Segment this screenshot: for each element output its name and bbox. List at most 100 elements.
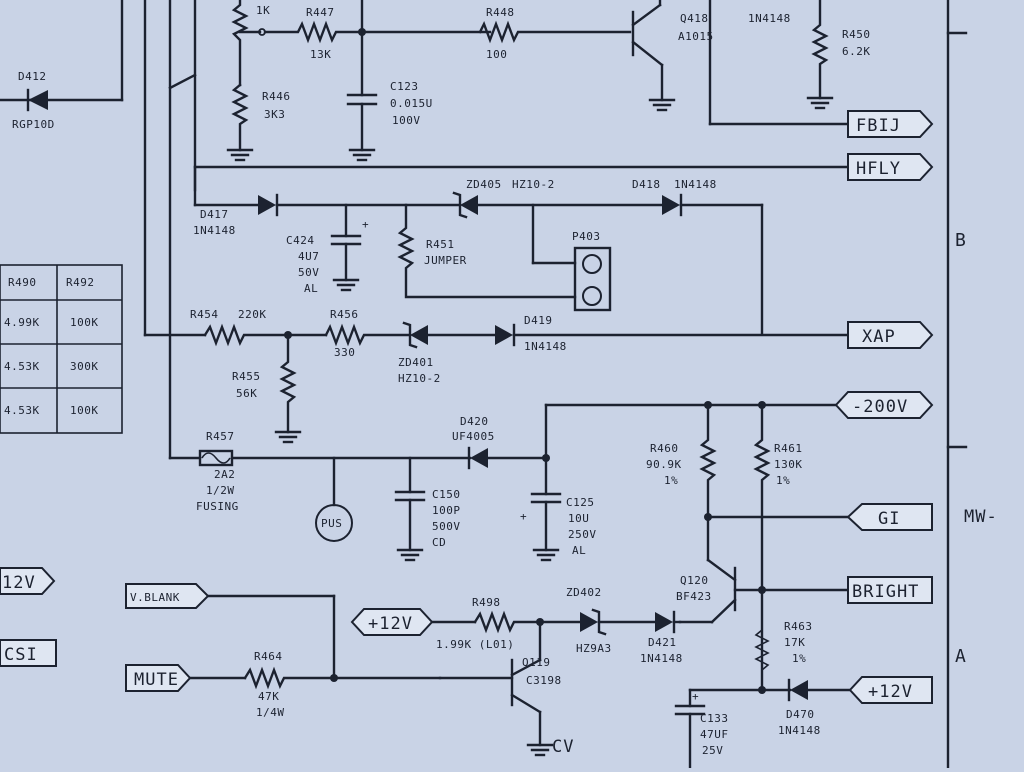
svg-text:12V: 12V [2,573,36,593]
svg-text:100V: 100V [392,114,421,127]
port-neg200v: -200V [834,391,934,419]
svg-text:1%: 1% [792,652,806,665]
svg-text:JUMPER: JUMPER [424,254,467,267]
svg-text:CD: CD [432,536,446,549]
port-bright: BRIGHT [847,576,933,604]
resistor-r457: R457 2A2 1/2W FUSING [168,430,472,513]
resistor-r455: R455 56K [232,333,302,444]
svg-text:+: + [692,690,699,703]
svg-text:R492: R492 [66,276,95,289]
svg-text:Q418: Q418 [680,12,709,25]
svg-text:ZD402: ZD402 [566,586,602,599]
svg-text:6.2K: 6.2K [842,45,871,58]
svg-text:100P: 100P [432,504,461,517]
svg-text:50V: 50V [298,266,319,279]
svg-text:13K: 13K [310,48,331,61]
svg-text:4.53K: 4.53K [4,360,40,373]
pus-terminal: PUS [315,456,353,542]
svg-text:AL: AL [304,282,318,295]
svg-text:90.9K: 90.9K [646,458,682,471]
port-left-csi: CSI [0,639,57,667]
svg-text:R451: R451 [426,238,455,251]
zone-b: B [955,230,966,251]
svg-text:R498: R498 [472,596,501,609]
svg-text:C123: C123 [390,80,419,93]
svg-text:1N4148: 1N4148 [640,652,683,665]
svg-text:1N4148: 1N4148 [778,724,821,737]
resistor-r451: R451 JUMPER [397,203,577,299]
svg-text:AL: AL [572,544,586,557]
svg-text:V.BLANK: V.BLANK [130,591,180,604]
svg-text:D421: D421 [648,636,677,649]
resistor-r447: R447 13K [263,6,492,61]
svg-text:1/2W: 1/2W [206,484,235,497]
svg-text:MUTE: MUTE [134,670,179,690]
svg-text:R455: R455 [232,370,261,383]
svg-text:C3198: C3198 [526,674,562,687]
port-gi: GI [846,503,933,531]
svg-text:ZD401: ZD401 [398,356,434,369]
svg-text:XAP: XAP [862,327,896,347]
svg-text:RGP10D: RGP10D [12,118,55,131]
resistor-r461: R461 130K 1% [753,403,803,692]
svg-text:CSI: CSI [4,645,38,665]
svg-text:47UF: 47UF [700,728,729,741]
svg-text:R456: R456 [330,308,359,321]
svg-text:250V: 250V [568,528,597,541]
svg-text:R450: R450 [842,28,871,41]
svg-text:100: 100 [486,48,507,61]
plus12v-line: R498 1.99K (L01) ZD402 HZ9A3 D421 1N4148 [428,586,683,665]
svg-text:1/4W: 1/4W [256,706,285,719]
svg-text:1K: 1K [256,4,270,17]
top-right-network: 1N4148 R450 6.2K [708,0,871,126]
capacitor-c125: + C125 10U 250V AL [520,456,597,562]
port-mute: MUTE [125,664,192,692]
neg200v-rail [544,401,850,460]
svg-text:1.99K (L01): 1.99K (L01) [436,638,514,651]
svg-text:P403: P403 [572,230,601,243]
svg-text:+12V: +12V [868,682,913,702]
svg-text:R464: R464 [254,650,283,663]
svg-text:1N4148: 1N4148 [748,12,791,25]
port-hfly: HFLY [847,153,934,181]
svg-text:R446: R446 [262,90,291,103]
svg-text:R460: R460 [650,442,679,455]
svg-text:D419: D419 [524,314,553,327]
svg-text:0.015U: 0.015U [390,97,433,110]
svg-text:500V: 500V [432,520,461,533]
svg-text:R447: R447 [306,6,335,19]
port-plus12v-mid: +12V [350,608,434,636]
capacitor-c150: C150 100P 500V CD [394,456,461,562]
diode-d418: D418 1N4148 [632,178,764,335]
svg-text:HZ9A3: HZ9A3 [576,642,612,655]
svg-text:4.53K: 4.53K [4,404,40,417]
svg-text:D412: D412 [18,70,47,83]
svg-text:300K: 300K [70,360,99,373]
svg-text:4.99K: 4.99K [4,316,40,329]
svg-text:-200V: -200V [852,397,908,417]
handwritten-note: MW- [964,507,998,527]
transistor-q119: Q119 C3198 CV [438,620,573,757]
svg-text:D417: D417 [200,208,229,221]
svg-text:130K: 130K [774,458,803,471]
svg-text:FBIJ: FBIJ [856,116,901,136]
capacitor-c424: + C424 4U7 50V AL [286,203,369,295]
diode-d412: D412 RGP10D [0,70,124,131]
svg-text:D418: D418 [632,178,661,191]
svg-text:FUSING: FUSING [196,500,239,513]
svg-text:+12V: +12V [368,614,413,634]
svg-text:PUS: PUS [321,517,342,530]
svg-text:BRIGHT: BRIGHT [852,582,919,602]
connector-p403: P403 [531,203,612,312]
resistor-r460: R460 90.9K 1% [646,403,717,562]
svg-text:R454: R454 [190,308,219,321]
svg-text:R463: R463 [784,620,813,633]
svg-text:4U7: 4U7 [298,250,319,263]
transistor-q120: Q120 BF423 [676,558,850,624]
port-left-12v: 12V [0,567,56,595]
svg-text:1N4148: 1N4148 [193,224,236,237]
svg-text:R490: R490 [8,276,37,289]
port-vblank: V.BLANK [125,583,210,609]
diode-d470: D470 1N4148 [688,678,852,737]
